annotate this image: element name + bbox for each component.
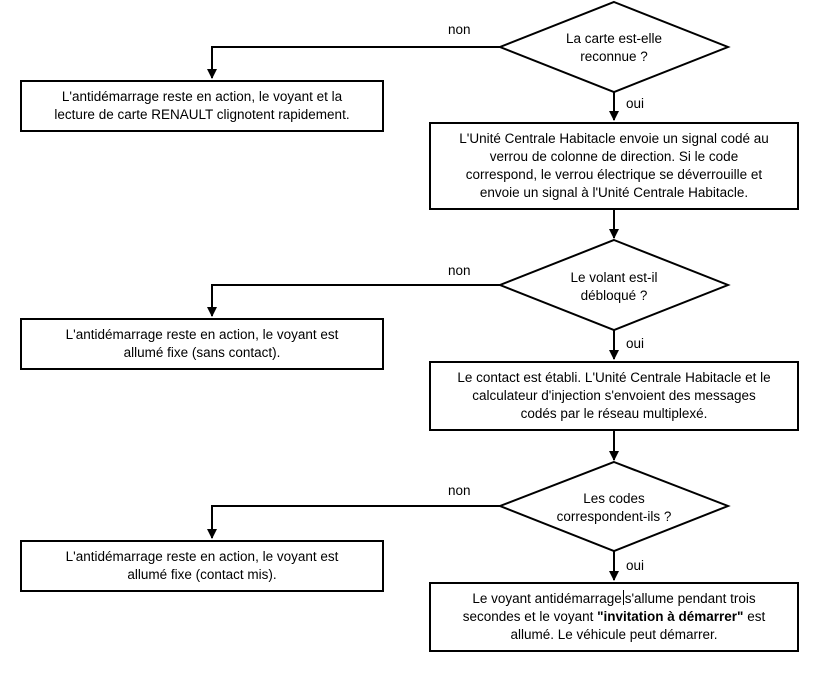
failure-2-line-2: allumé fixe (sans contact). [123,345,281,360]
text-cursor [622,590,624,605]
no-label-3: non [448,483,471,498]
action-2-line-2: calculateur d'injection s'envoient des m… [472,388,756,403]
action-box-2: Le contact est établi. L'Unité Centrale … [429,361,799,431]
no-label-2: non [448,263,471,278]
failure-box-2: L'antidémarrage reste en action, le voya… [20,318,384,370]
action-3-text-1a: Le voyant antidémarrage [472,591,622,606]
action-1-line-1: L'Unité Centrale Habitacle envoie un sig… [459,131,769,146]
failure-1-line-1: L'antidémarrage reste en action, le voya… [61,89,343,104]
failure-2-line-1: L'antidémarrage reste en action, le voya… [65,327,339,342]
no-connector-1 [207,46,500,79]
decision-3-line-2: correspondent-ils ? [556,509,672,524]
decision-2-line-1: Le volant est-il [570,270,658,285]
no-connector-2 [207,284,500,317]
action-3-text-2-bold: "invitation à démarrer" [597,609,744,624]
action-1-line-2: verrou de colonne de direction. Si le co… [489,149,739,164]
failure-1-line-2: lecture de carte RENAULT clignotent rapi… [54,107,350,122]
action-3-text-2b: est [743,609,766,624]
decision-3-line-1: Les codes [583,491,645,506]
no-connector-3 [207,505,500,539]
yes-label-2: oui [626,336,645,351]
action-1-line-4: envoie un signal à l'Unité Centrale Habi… [479,185,749,200]
action-3-text-1b: s'allume pendant trois [624,591,756,606]
failure-3-line-1: L'antidémarrage reste en action, le voya… [65,549,339,564]
decision-2-line-2: débloqué ? [580,288,648,303]
action-box-1: L'Unité Centrale Habitacle envoie un sig… [429,122,799,210]
decision-text-1: La carte est-elle reconnue ? [534,30,694,66]
decision-1-line-2: reconnue ? [580,49,648,64]
yes-label-3: oui [626,558,645,573]
action-3-line-3: allumé. Le véhicule peut démarrer. [510,627,718,642]
failure-box-1: L'antidémarrage reste en action, le voya… [20,80,384,132]
yes-label-1: oui [626,96,645,111]
decision-text-2: Le volant est-il débloqué ? [534,269,694,305]
decision-1-line-1: La carte est-elle [565,31,663,46]
action-2-line-3: codés par le réseau multiplexé. [520,406,708,421]
failure-box-3: L'antidémarrage reste en action, le voya… [20,540,384,592]
action-1-line-3: correspond, le verrou électrique se déve… [465,167,763,182]
no-label-1: non [448,22,471,37]
failure-3-line-2: allumé fixe (contact mis). [127,567,277,582]
decision-text-3: Les codes correspondent-ils ? [524,490,704,526]
action-3-line-2: secondes et le voyant "invitation à déma… [463,608,765,626]
action-3-text-2a: secondes et le voyant [462,609,598,624]
action-2-line-1: Le contact est établi. L'Unité Centrale … [457,370,771,385]
